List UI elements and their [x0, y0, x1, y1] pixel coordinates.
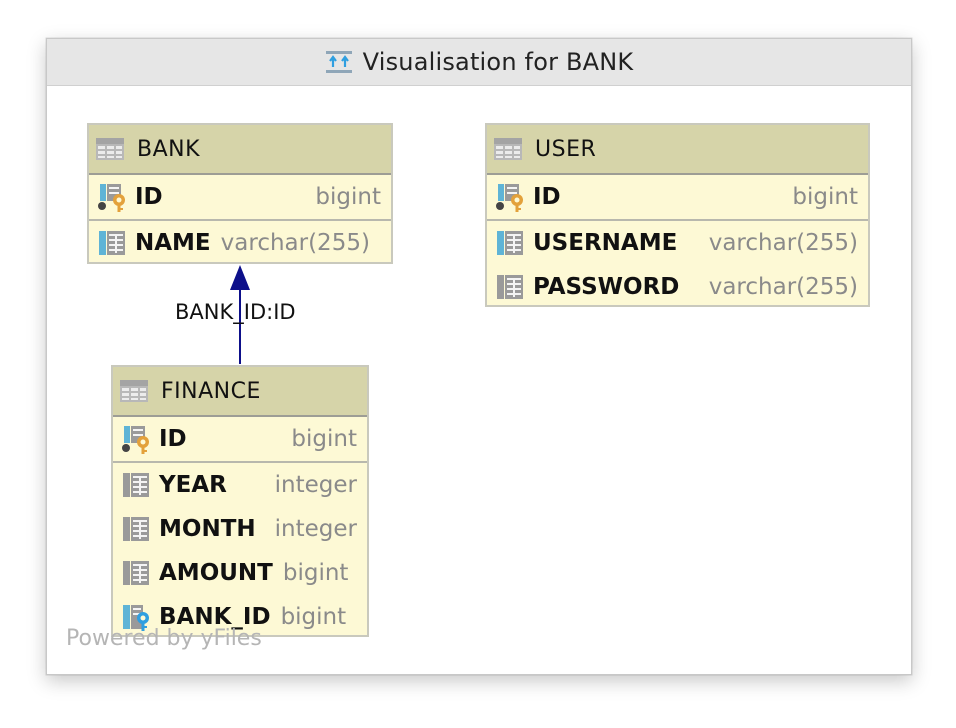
column-name: YEAR	[159, 472, 227, 498]
column-row[interactable]: NAME varchar(255)	[89, 221, 391, 265]
column-icon	[123, 517, 149, 541]
column-icon	[497, 231, 523, 255]
title-bar: Visualisation for BANK	[47, 39, 911, 86]
primary-key-icon	[496, 184, 523, 212]
foreign-key-icon	[123, 605, 149, 631]
column-icon	[497, 275, 523, 299]
column-name: MONTH	[159, 516, 256, 542]
edge-arrowhead	[230, 265, 250, 290]
relation-label: BANK_ID:ID	[175, 300, 296, 324]
column-name: USERNAME	[533, 230, 678, 256]
column-row[interactable]: USERNAME varchar(255)	[487, 221, 868, 265]
table-header: FINANCE	[113, 367, 367, 417]
table-finance[interactable]: FINANCE ID bigint YEAR integer MONTH int…	[111, 365, 369, 637]
column-row[interactable]: MONTH integer	[113, 507, 367, 551]
column-type: bigint	[282, 560, 349, 586]
column-name: ID	[159, 426, 187, 452]
column-icon	[99, 231, 125, 255]
column-name: ID	[135, 184, 163, 210]
column-type: varchar(255)	[708, 230, 858, 256]
column-type: bigint	[291, 426, 357, 452]
column-type: varchar(255)	[708, 274, 858, 300]
column-type: varchar(255)	[220, 230, 370, 256]
table-name: USER	[535, 136, 597, 162]
column-row[interactable]: ID bigint	[487, 175, 868, 221]
column-row[interactable]: ID bigint	[113, 417, 367, 463]
table-bank[interactable]: BANK ID bigint NAME varchar(255)	[87, 123, 393, 264]
table-header: BANK	[89, 125, 391, 175]
table-header: USER	[487, 125, 868, 175]
column-name: AMOUNT	[159, 560, 273, 586]
column-name: NAME	[135, 230, 211, 256]
column-icon	[123, 473, 149, 497]
window-title: Visualisation for BANK	[362, 48, 634, 76]
table-user[interactable]: USER ID bigint USERNAME varchar(255) PAS…	[485, 123, 870, 307]
column-row[interactable]: AMOUNT bigint	[113, 551, 367, 595]
table-icon	[95, 137, 125, 161]
column-type: bigint	[315, 184, 381, 210]
column-icon	[123, 561, 149, 585]
table-icon	[493, 137, 523, 161]
primary-key-icon	[122, 426, 149, 454]
diagram-icon	[325, 51, 352, 73]
column-row[interactable]: YEAR integer	[113, 463, 367, 507]
column-type: bigint	[280, 604, 347, 630]
column-type: integer	[274, 516, 357, 542]
column-name: ID	[533, 184, 561, 210]
column-row[interactable]: PASSWORD varchar(255)	[487, 265, 868, 309]
column-row[interactable]: BANK_ID bigint	[113, 595, 367, 639]
table-icon	[119, 379, 149, 403]
column-name: PASSWORD	[533, 274, 680, 300]
column-row[interactable]: ID bigint	[89, 175, 391, 221]
watermark: Powered by yFiles	[66, 626, 262, 651]
table-name: BANK	[137, 136, 201, 162]
table-name: FINANCE	[161, 378, 261, 404]
primary-key-icon	[98, 184, 125, 212]
column-type: integer	[274, 472, 357, 498]
column-type: bigint	[792, 184, 858, 210]
column-name: BANK_ID	[159, 604, 271, 630]
